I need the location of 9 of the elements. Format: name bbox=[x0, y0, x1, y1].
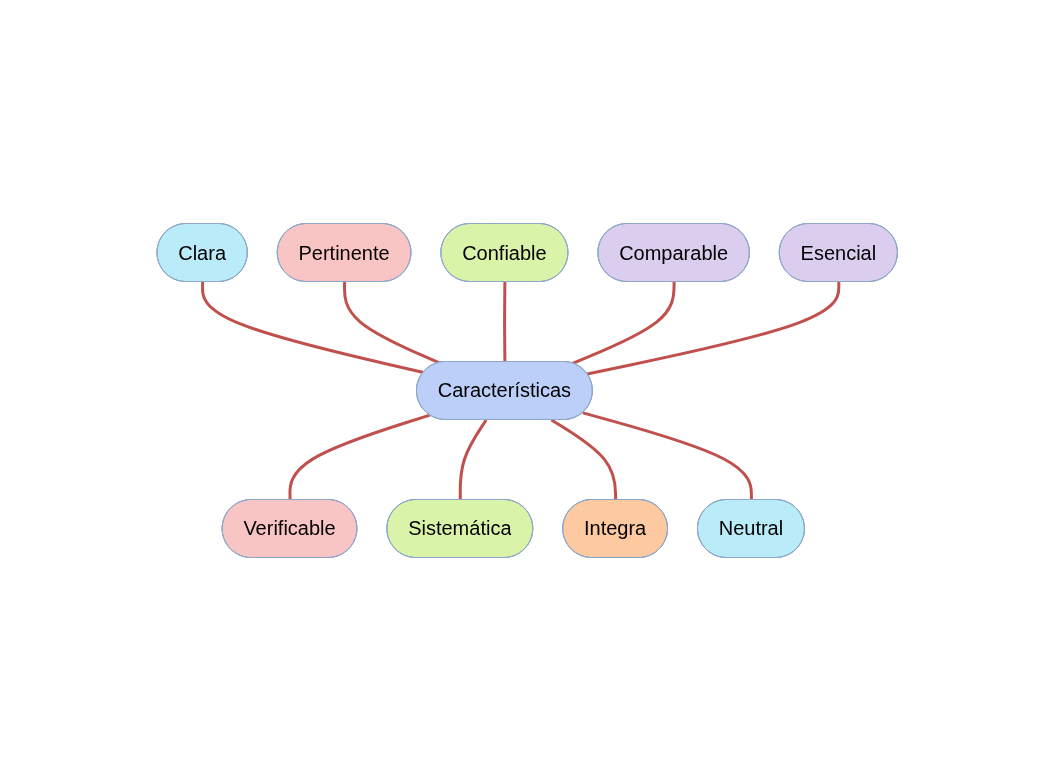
connector bbox=[550, 418, 617, 501]
connector bbox=[288, 413, 431, 500]
connector bbox=[571, 281, 676, 365]
connector bbox=[342, 282, 440, 365]
connector bbox=[582, 411, 753, 500]
connector bbox=[502, 281, 507, 363]
connector bbox=[200, 281, 424, 374]
connector bbox=[586, 281, 841, 376]
connector bbox=[458, 419, 488, 501]
